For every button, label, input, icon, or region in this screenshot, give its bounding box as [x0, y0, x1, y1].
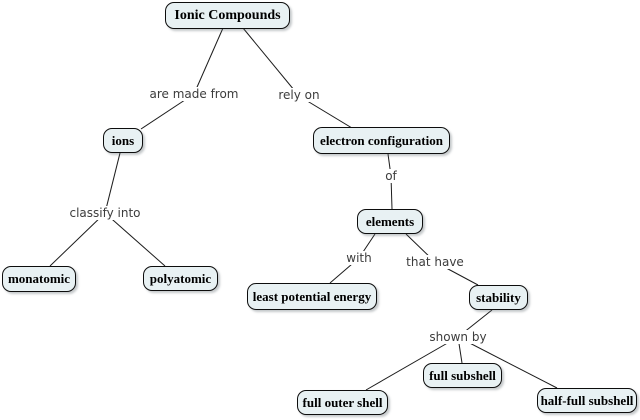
- link-phrase-of[interactable]: of: [383, 169, 399, 183]
- node-elements[interactable]: elements: [357, 209, 423, 234]
- node-half-full-subshell[interactable]: half-full subshell: [537, 388, 637, 413]
- node-full-subshell[interactable]: full subshell: [423, 363, 502, 388]
- link-phrase-rely-on[interactable]: rely on: [276, 88, 322, 102]
- node-electron-configuration[interactable]: electron configuration: [313, 127, 450, 154]
- node-ions[interactable]: ions: [103, 128, 143, 153]
- link-phrase-that-have[interactable]: that have: [404, 255, 466, 269]
- node-polyatomic[interactable]: polyatomic: [143, 266, 218, 291]
- link-phrase-are-made-from[interactable]: are made from: [147, 87, 241, 101]
- node-least-potential-energy[interactable]: least potential energy: [247, 283, 377, 310]
- link-phrase-with[interactable]: with: [344, 251, 374, 265]
- link-phrase-classify-into[interactable]: classify into: [67, 206, 143, 220]
- link-phrase-shown-by[interactable]: shown by: [427, 330, 489, 344]
- node-full-outer-shell[interactable]: full outer shell: [297, 390, 388, 415]
- node-stability[interactable]: stability: [469, 285, 528, 310]
- node-ionic-compounds[interactable]: Ionic Compounds: [165, 2, 290, 29]
- node-monatomic[interactable]: monatomic: [2, 266, 76, 292]
